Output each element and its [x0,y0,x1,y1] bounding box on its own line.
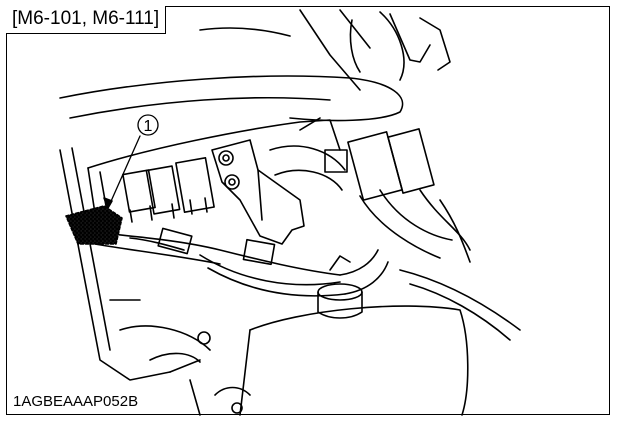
dashboard-cowl [59,9,451,122]
reservoir-tank [239,255,469,416]
frame-member [59,147,251,416]
relay-mounting-plate [87,119,341,241]
callout-number: 1 [144,118,153,135]
cables [89,227,521,341]
figure-code: 1AGBEAAAP052B [13,393,139,410]
connector-group [269,117,471,263]
model-label: [M6-101, M6-111] [6,6,167,34]
bracket [211,139,305,245]
callout-1 [103,114,159,209]
highlighted-connector [65,205,123,245]
